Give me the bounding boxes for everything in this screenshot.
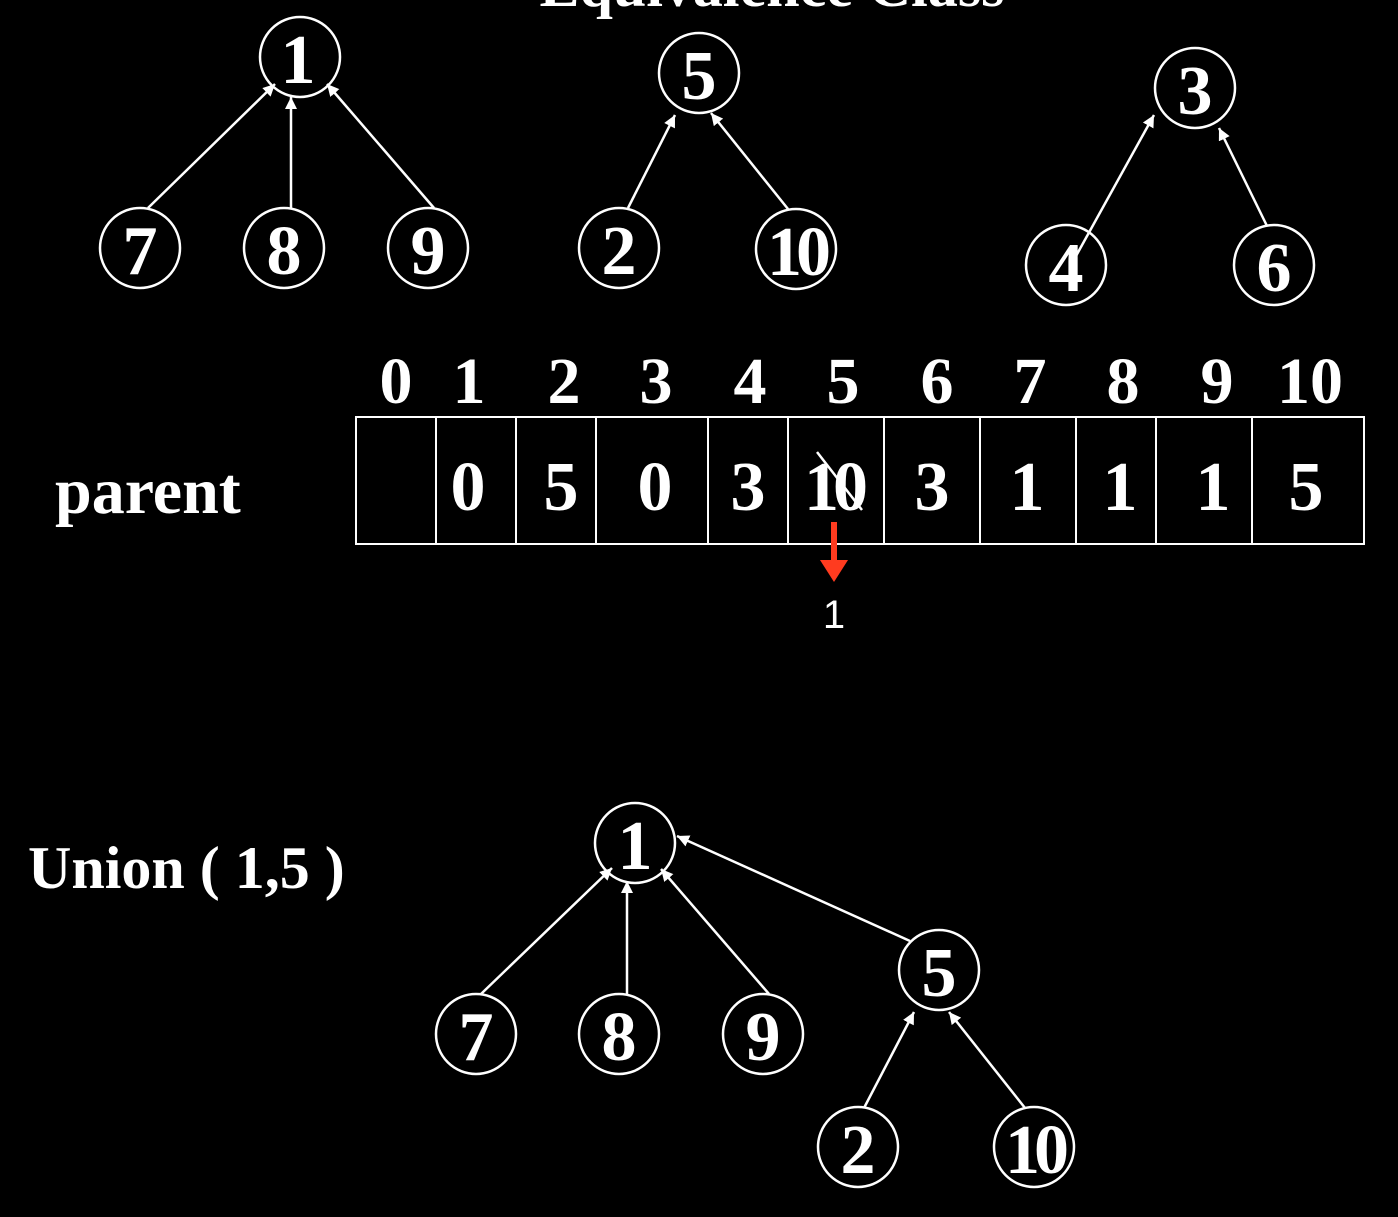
union-node-2: 2	[816, 1105, 900, 1189]
union-node-10: 10	[992, 1105, 1076, 1189]
tree-node-9: 9	[386, 206, 470, 290]
array-value: 0	[451, 449, 486, 526]
union-node-8: 8	[577, 992, 661, 1076]
node-label: 9	[411, 213, 446, 290]
tree-node-6: 6	[1232, 223, 1316, 307]
tree-node-3: 3	[1153, 46, 1237, 130]
union-label: Union ( 1,5 )	[28, 835, 345, 901]
array-index: 7	[1014, 345, 1047, 418]
tree-node-2: 2	[577, 206, 661, 290]
array-index: 0	[380, 345, 413, 418]
array-value-crossed: 10	[804, 449, 866, 526]
node-label: 7	[123, 213, 158, 290]
edge-7-to-1	[147, 83, 276, 209]
node-label: 9	[746, 999, 781, 1076]
tree-node-7: 7	[98, 206, 182, 290]
update-arrow-icon	[820, 522, 848, 582]
node-label: 2	[841, 1112, 876, 1189]
edge-9-to-1	[326, 83, 435, 209]
array-cell-10	[1251, 416, 1365, 545]
node-label: 5	[682, 38, 717, 115]
tree-node-10: 10	[754, 207, 838, 291]
array-value: 3	[731, 449, 766, 526]
union-node-5: 5	[897, 928, 981, 1012]
edge-10-to-5	[710, 112, 789, 210]
node-label: 8	[602, 999, 637, 1076]
node-label: 1	[618, 808, 653, 885]
node-label: 3	[1178, 53, 1213, 130]
tree-node-8: 8	[242, 206, 326, 290]
node-label: 10	[1005, 1112, 1067, 1189]
array-index: 8	[1107, 345, 1140, 418]
edge-9-to-1	[660, 868, 770, 995]
edge-2-to-5	[626, 114, 677, 209]
array-values: 0 5 0 3 10 3 1 1 1 5	[451, 449, 1324, 526]
strikethrough-mark	[816, 451, 863, 511]
array-index: 10	[1277, 345, 1343, 418]
array-cells	[355, 416, 1365, 545]
array-indices: 0 1 2 3 4 5 6 7 8 9 10	[380, 345, 1344, 418]
array-cell-0	[355, 416, 437, 545]
node-label: 1	[281, 22, 316, 99]
node-label: 4	[1049, 230, 1084, 307]
union-node-7: 7	[434, 992, 518, 1076]
array-value: 5	[544, 449, 579, 526]
array-index: 4	[734, 345, 767, 418]
edge-6-to-3	[1217, 127, 1269, 227]
tree-node-4: 4	[1024, 223, 1108, 307]
node-label: 6	[1257, 230, 1292, 307]
array-value: 1	[1196, 449, 1231, 526]
node-label: 7	[459, 999, 494, 1076]
array-value: 1	[1103, 449, 1138, 526]
node-label: 10	[767, 214, 829, 291]
edge-10-to-5	[948, 1011, 1026, 1109]
union-node-1: 1	[593, 801, 677, 885]
array-value: 0	[638, 449, 673, 526]
array-value: 5	[1289, 449, 1324, 526]
edge-2-to-5	[862, 1011, 916, 1109]
array-index: 6	[921, 345, 954, 418]
union-tree: 1 7 8 9 5 2 10	[434, 801, 1076, 1189]
parent-array: 0 1 2 3 4 5 6 7 8 9 10 parent	[55, 345, 1365, 637]
array-index: 3	[640, 345, 673, 418]
edge-5-to-1	[676, 834, 911, 943]
array-index: 5	[827, 345, 860, 418]
slide-title: Equivalence Class	[539, 0, 1004, 19]
tree-node-1: 1	[258, 15, 342, 99]
new-parent-value: 1	[823, 593, 845, 637]
array-index: 9	[1201, 345, 1234, 418]
node-label: 2	[602, 213, 637, 290]
node-label: 5	[922, 935, 957, 1012]
array-index: 1	[453, 345, 486, 418]
array-index: 2	[548, 345, 581, 418]
tree-node-5: 5	[657, 31, 741, 115]
edge-4-to-3	[1074, 114, 1156, 257]
union-node-9: 9	[721, 992, 805, 1076]
array-value: 3	[915, 449, 950, 526]
node-label: 8	[267, 213, 302, 290]
array-row-label: parent	[55, 455, 241, 528]
array-value: 1	[1010, 449, 1045, 526]
edge-7-to-1	[480, 867, 613, 995]
forest: 1 7 8 9 5 2 10 3	[98, 15, 1316, 307]
